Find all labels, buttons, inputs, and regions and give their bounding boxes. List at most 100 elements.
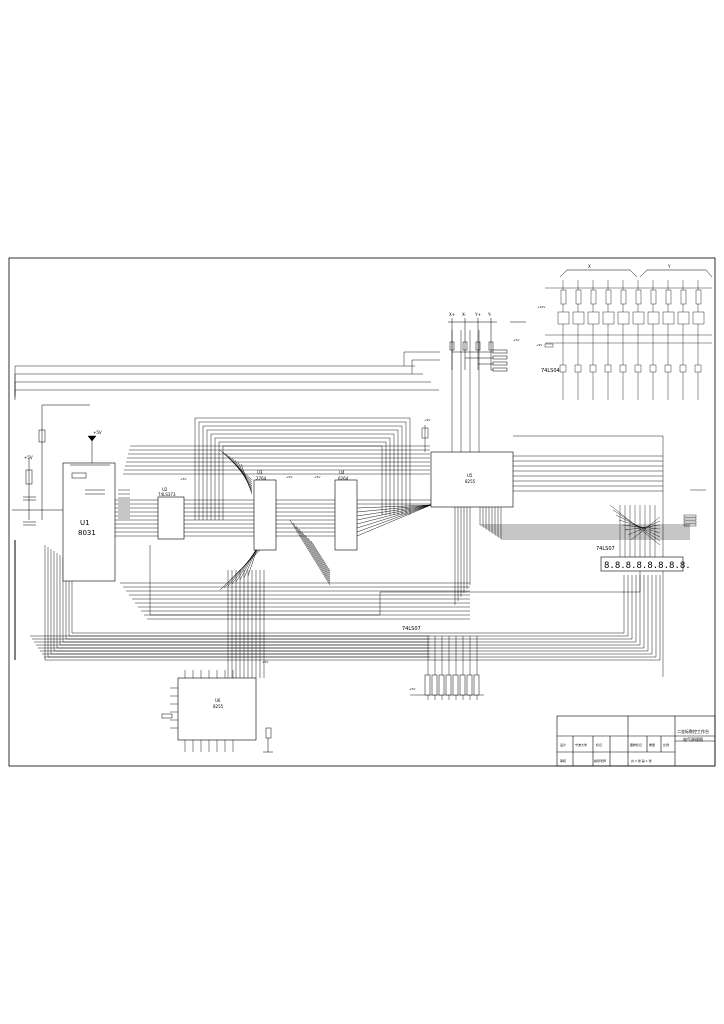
axis-terminal-wire xyxy=(488,318,508,372)
optocoupler xyxy=(602,311,615,325)
chip-u1-part: 8031 xyxy=(78,529,96,537)
resistor xyxy=(421,427,429,439)
chip-u6-ref: U6 xyxy=(215,698,221,703)
resistor xyxy=(605,289,612,305)
resistor xyxy=(695,289,702,305)
diode xyxy=(462,341,468,351)
chip-u5-part: 8255 xyxy=(465,479,476,484)
chip-u3: U3 2764 xyxy=(253,470,277,551)
title-block xyxy=(556,715,716,767)
inverter xyxy=(664,364,672,373)
chip-u4-ref: U4 xyxy=(339,470,345,475)
axis-terminal-label: Y+ xyxy=(474,312,481,317)
wire xyxy=(356,504,432,525)
diode xyxy=(488,341,494,351)
axis-terminal-label: X- xyxy=(462,312,467,317)
title-drawing: 电气原理图 xyxy=(683,736,703,742)
display-drive-lattice xyxy=(609,504,697,557)
wire xyxy=(356,504,432,509)
title-school: 宁波大学 xyxy=(575,742,587,747)
diode xyxy=(449,341,455,351)
optocoupler xyxy=(557,311,570,325)
chip-u1: U1 8031 xyxy=(62,462,116,582)
driver-74ls07-label: 74LS07 xyxy=(402,626,421,632)
wire xyxy=(618,519,661,534)
driver-vcc-label: +5V xyxy=(409,687,416,691)
wire xyxy=(621,524,661,530)
opto-isolation-block xyxy=(544,280,712,400)
axis-group-y: Y xyxy=(667,264,671,269)
inverter xyxy=(634,364,642,373)
resistor xyxy=(492,355,508,360)
diode xyxy=(475,341,481,351)
chip-u2: U2 74LS373 xyxy=(157,487,185,540)
resistor xyxy=(424,674,431,696)
resistor xyxy=(683,517,697,521)
optocoupler xyxy=(662,311,675,325)
resistor xyxy=(635,289,642,305)
wire xyxy=(356,504,432,529)
wire xyxy=(356,504,432,533)
resistor xyxy=(492,367,508,372)
wire xyxy=(356,504,432,517)
wire xyxy=(301,531,331,578)
opto-vcc-label: +5V xyxy=(536,343,543,347)
chip-u3-ref: U3 xyxy=(257,470,263,475)
wire xyxy=(630,516,661,541)
chip-u5: U5 8255 xyxy=(430,451,514,508)
wire xyxy=(292,522,331,584)
title-project: 二坐标数控工作台 xyxy=(677,728,709,734)
resistor xyxy=(683,523,697,527)
wire-network xyxy=(14,330,706,752)
optocoupler xyxy=(572,311,585,325)
resistor xyxy=(445,674,452,696)
title-marks: 标记 xyxy=(596,742,602,747)
opto-v12-label: +12V xyxy=(537,305,546,309)
resistor xyxy=(665,289,672,305)
resistor xyxy=(544,343,554,348)
wire xyxy=(310,540,331,572)
resistor xyxy=(431,674,438,696)
terminal-vcc-label: +5V xyxy=(513,338,520,342)
wire xyxy=(240,463,253,495)
resistor xyxy=(560,289,567,305)
led-vcc-label: +5V xyxy=(93,430,102,435)
resistor xyxy=(473,674,480,696)
chip-u1-ref: U1 xyxy=(80,519,90,527)
display-digits: 8.8.8.8.8.8.8.8. xyxy=(604,561,691,571)
u3-vcc-label: +5V xyxy=(286,475,293,479)
optocoupler xyxy=(677,311,690,325)
inverter xyxy=(679,364,687,373)
resistor xyxy=(683,514,697,518)
resistor xyxy=(459,674,466,696)
inverter-74ls04-label: 74LS04 xyxy=(541,368,560,374)
wire xyxy=(627,520,661,536)
wire xyxy=(356,504,432,537)
optocoupler xyxy=(617,311,630,325)
axis-terminal-wire xyxy=(475,318,508,370)
seven-seg-display: 8.8.8.8.8.8.8.8. xyxy=(600,556,691,572)
wire xyxy=(234,459,253,491)
axis-group-x: X xyxy=(588,264,591,269)
title-seal: 指导老师 xyxy=(594,758,606,763)
resistor xyxy=(683,520,697,524)
chip-u6-part: 8255 xyxy=(213,704,224,709)
inverter xyxy=(619,364,627,373)
resistor xyxy=(492,361,508,366)
inverter xyxy=(589,364,597,373)
wire xyxy=(298,528,331,580)
wire xyxy=(231,457,253,489)
driver-resistor-bank xyxy=(424,674,480,696)
u2-vcc-label: +5V xyxy=(180,477,187,481)
optocoupler xyxy=(587,311,600,325)
inverter xyxy=(649,364,657,373)
wire xyxy=(295,525,331,582)
inverter xyxy=(574,364,582,373)
inverter xyxy=(694,364,702,373)
display-driver-label: 74LS07 xyxy=(596,546,615,552)
resistor xyxy=(466,674,473,696)
axis-braces xyxy=(559,269,713,278)
reset-vcc-label: +5V xyxy=(24,455,33,460)
resistor xyxy=(590,289,597,305)
